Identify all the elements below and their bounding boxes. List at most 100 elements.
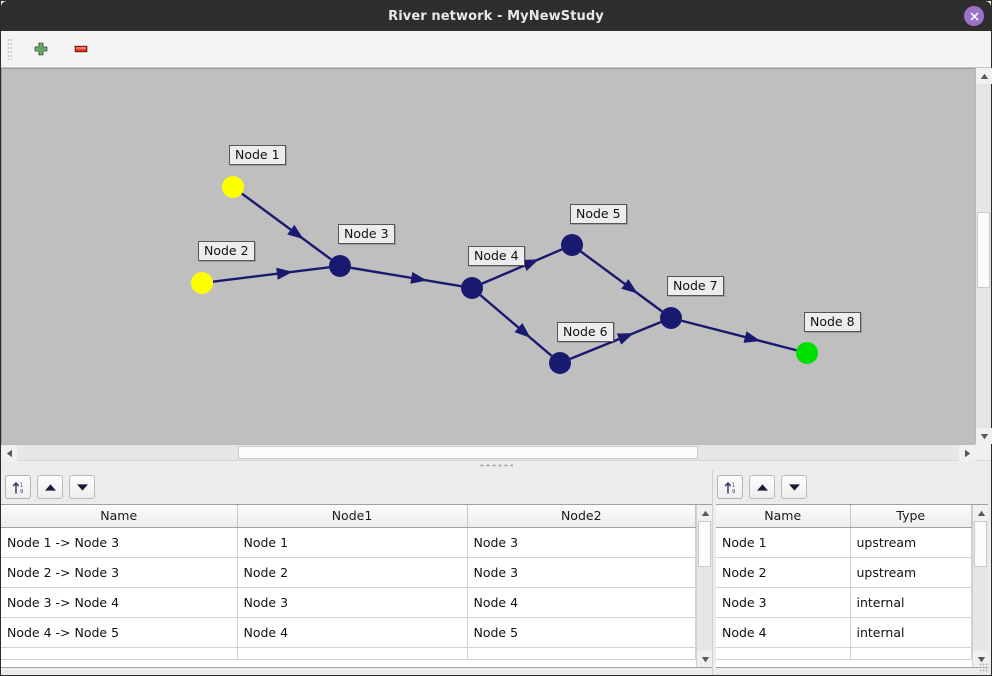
branch-move-down-button[interactable] [69,475,95,499]
scroll-left-button[interactable] [1,445,17,461]
node-table-cell[interactable]: upstream [850,557,972,588]
graph-vertical-scrollbar[interactable] [975,68,992,444]
graph-node-node-5[interactable] [561,234,583,256]
graph-edge[interactable] [481,248,563,285]
node-table-cell[interactable]: upstream [850,527,972,558]
graph-node-node-6[interactable] [549,352,571,374]
node-table-cell[interactable] [716,647,851,660]
panel-splitter[interactable] [1,460,991,470]
node-table-cell[interactable]: internal [850,587,972,618]
graph-node-node-7[interactable] [660,307,682,329]
toolbar-drag-handle[interactable] [7,38,12,60]
graph-edge[interactable] [681,319,797,352]
graph-vscroll-track[interactable] [976,84,991,428]
branch-move-up-button[interactable] [37,475,63,499]
branch-table-cell[interactable]: Node 3 [467,557,696,588]
node-table-cell[interactable]: Node 2 [716,557,851,588]
graph-node-label-node-7[interactable]: Node 7 [667,276,724,297]
graph-node-label-node-4[interactable]: Node 4 [468,246,525,267]
node-table-cell[interactable] [850,647,972,660]
branch-sort-button[interactable]: 1 9 [5,475,31,499]
graph-node-label-node-5[interactable]: Node 5 [570,204,627,225]
branch-table-cell[interactable]: Node 3 [467,527,696,558]
chevron-up-icon [977,510,985,516]
node-sort-button[interactable]: 1 9 [717,475,743,499]
scroll-right-button[interactable] [959,445,975,461]
delete-node-button[interactable] [68,36,94,62]
graph-node-node-1[interactable] [222,176,244,198]
branch-table-cell[interactable] [237,647,468,660]
graph-edge[interactable] [569,321,662,360]
graph-horizontal-scrollbar[interactable] [1,444,975,461]
graph-edge[interactable] [241,192,332,261]
node-scroll-up-button[interactable] [973,505,988,521]
branch-table-cell[interactable] [467,647,696,660]
branch-table-empty-row[interactable] [1,647,696,660]
branch-scroll-up-button[interactable] [697,505,712,521]
graph-edge[interactable] [212,266,330,283]
branch-table-column-header[interactable]: Node1 [237,505,468,528]
node-move-up-button[interactable] [749,475,775,499]
graph-node-label-node-6[interactable]: Node 6 [557,322,614,343]
branch-table-cell[interactable]: Node 4 [467,587,696,618]
branch-table-column-header[interactable]: Name [1,505,238,528]
branch-table-cell[interactable]: Node 2 [237,557,468,588]
branch-scroll-thumb[interactable] [698,521,711,567]
node-table-empty-row[interactable] [716,647,972,660]
window-resize-grip[interactable] [979,663,989,673]
graph-node-node-4[interactable] [461,277,483,299]
node-table-cell[interactable]: internal [850,617,972,648]
network-graph-canvas[interactable]: Node 1 Node 2 Node 3 Node 4 Node 5 Node 6 Node… [1,68,975,444]
branch-table-cell[interactable]: Node 4 [237,617,468,648]
branch-table-cell[interactable]: Node 5 [467,617,696,648]
scroll-up-button[interactable] [976,68,992,84]
graph-hscroll-thumb[interactable] [238,446,698,459]
node-table-scrollbar[interactable] [972,505,988,667]
graph-edge[interactable] [479,294,553,357]
graph-edge-arrow-icon [621,279,638,294]
node-table-cell[interactable]: Node 3 [716,587,851,618]
node-table-column-header[interactable]: Name [716,505,851,528]
branch-scroll-down-button[interactable] [697,651,712,667]
graph-node-node-3[interactable] [329,255,351,277]
graph-node-label-node-8[interactable]: Node 8 [804,312,861,333]
node-table-column-header[interactable]: Type [850,505,972,528]
branch-table-cell[interactable]: Node 3 [237,587,468,618]
branch-table-cell[interactable]: Node 1 [237,527,468,558]
graph-node-label-node-2[interactable]: Node 2 [198,241,255,262]
branch-table-cell[interactable] [1,647,238,660]
graph-vscroll-thumb[interactable] [977,212,990,288]
node-table-cell[interactable]: Node 4 [716,617,851,648]
branch-table-cell[interactable]: Node 3 -> Node 4 [1,587,238,618]
graph-node-label-node-3[interactable]: Node 3 [338,224,395,245]
branch-scroll-track[interactable] [697,521,712,651]
graph-edge[interactable] [580,250,663,313]
node-move-down-button[interactable] [781,475,807,499]
add-node-button[interactable] [28,36,54,62]
graph-node-node-2[interactable] [191,272,213,294]
branch-table-scrollbar[interactable] [696,505,712,667]
node-table-cell[interactable]: Node 1 [716,527,851,558]
branch-table-cell[interactable]: Node 4 -> Node 5 [1,617,238,648]
branch-table-cell[interactable]: Node 1 -> Node 3 [1,527,238,558]
graph-hscroll-track[interactable] [17,445,959,460]
node-scroll-thumb[interactable] [974,521,987,567]
node-scroll-track[interactable] [973,521,988,651]
close-button[interactable] [964,6,984,26]
graph-node-node-8[interactable] [796,342,818,364]
graph-node-label-node-1[interactable]: Node 1 [229,145,286,166]
branch-table-column-header[interactable]: Node2 [467,505,696,528]
graph-edge[interactable] [350,266,462,288]
scroll-down-button[interactable] [976,428,992,444]
branch-table-cell[interactable]: Node 2 -> Node 3 [1,557,238,588]
